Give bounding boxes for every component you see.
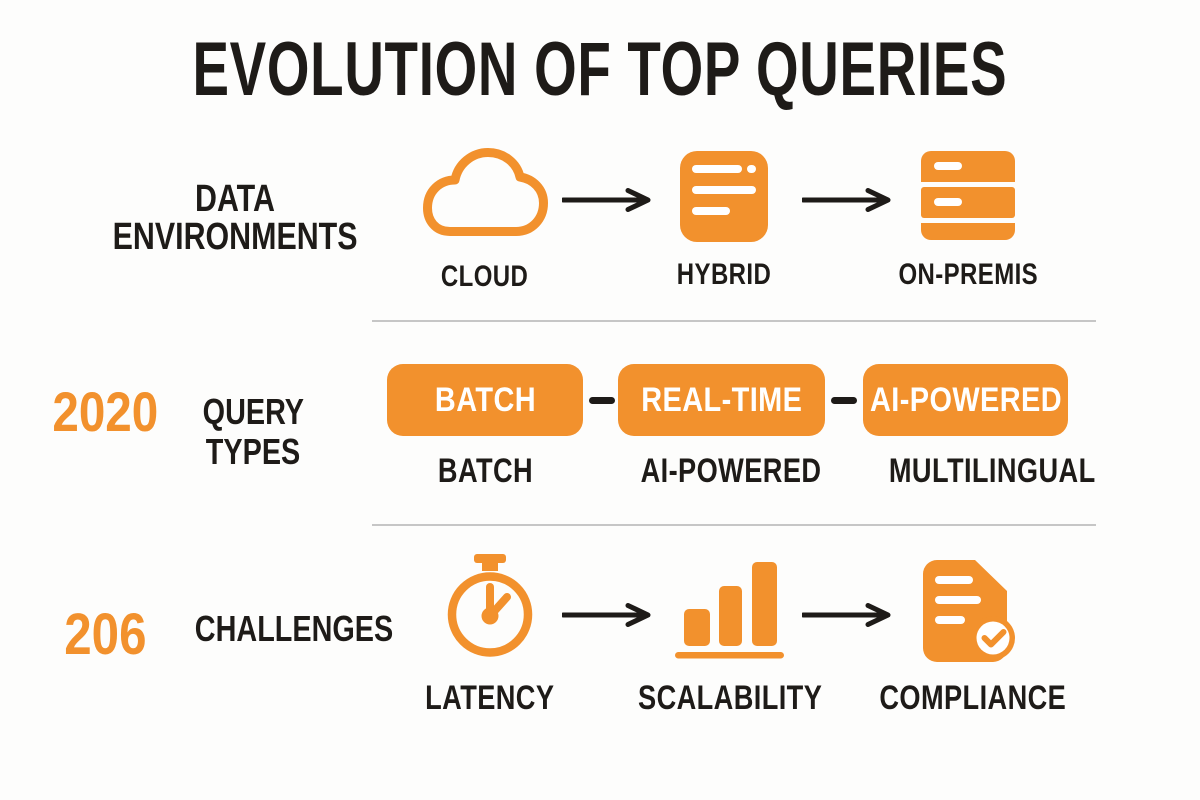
pill-connector-dash (831, 397, 857, 404)
environments-row-label: DATA ENVIRONMENTS (80, 180, 390, 256)
challenges-row-label: CHALLENGES (194, 608, 394, 649)
pill-batch: BATCH (387, 364, 583, 436)
pill-real-time-label: REAL-TIME (640, 380, 803, 419)
pill-ai-powered: AI-POWERED (863, 364, 1068, 436)
sub-label-multilingual: MULTILINGUAL (888, 452, 1096, 490)
sub-label-batch: BATCH (437, 452, 533, 490)
pill-real-time: REAL-TIME (618, 364, 825, 436)
row-divider (372, 320, 1096, 322)
on-premis-label: ON-PREMIS (898, 258, 1038, 291)
pill-connector-dash (589, 397, 615, 404)
row-divider (372, 524, 1096, 526)
pill-batch-label: BATCH (434, 380, 536, 419)
document-check-icon (923, 560, 1023, 667)
environment-item-hybrid: HYBRID (664, 151, 784, 292)
query-types-row-label: QUERY TYPES (186, 392, 321, 472)
stopwatch-icon (445, 554, 535, 663)
year-2020: 2020 (52, 380, 158, 443)
environment-item-cloud: CLOUD (415, 146, 555, 294)
environment-item-on-premis: ON-PREMIS (898, 151, 1037, 292)
hybrid-label: HYBRID (676, 258, 772, 291)
environments-label-line1: DATA (195, 178, 275, 220)
arrow-right-icon (560, 188, 652, 212)
document-list-icon (680, 151, 768, 247)
bar-chart-icon (675, 562, 785, 664)
challenge-item-scalability: SCALABILITY (638, 562, 822, 718)
server-stack-icon (921, 151, 1015, 245)
sub-label-ai-powered: AI-POWERED (640, 452, 822, 490)
arrow-right-icon (800, 603, 892, 627)
compliance-label: COMPLIANCE (879, 679, 1067, 717)
pill-ai-powered-label: AI-POWERED (869, 380, 1062, 419)
challenge-item-compliance: COMPLIANCE (880, 560, 1066, 718)
number-206: 206 (63, 602, 147, 667)
latency-label: LATENCY (425, 679, 555, 717)
page-title: EVOLUTION OF TOP QUERIES (192, 27, 1008, 112)
arrow-right-icon (800, 188, 892, 212)
challenge-item-latency: LATENCY (425, 554, 555, 718)
scalability-label: SCALABILITY (637, 679, 823, 717)
query-types-label-line2: TYPES (206, 431, 301, 472)
cloud-icon (420, 146, 550, 245)
query-types-label-line1: QUERY (202, 391, 305, 432)
environments-label-line2: ENVIRONMENTS (112, 216, 358, 258)
arrow-right-icon (560, 603, 652, 627)
cloud-label: CLOUD (441, 260, 529, 293)
